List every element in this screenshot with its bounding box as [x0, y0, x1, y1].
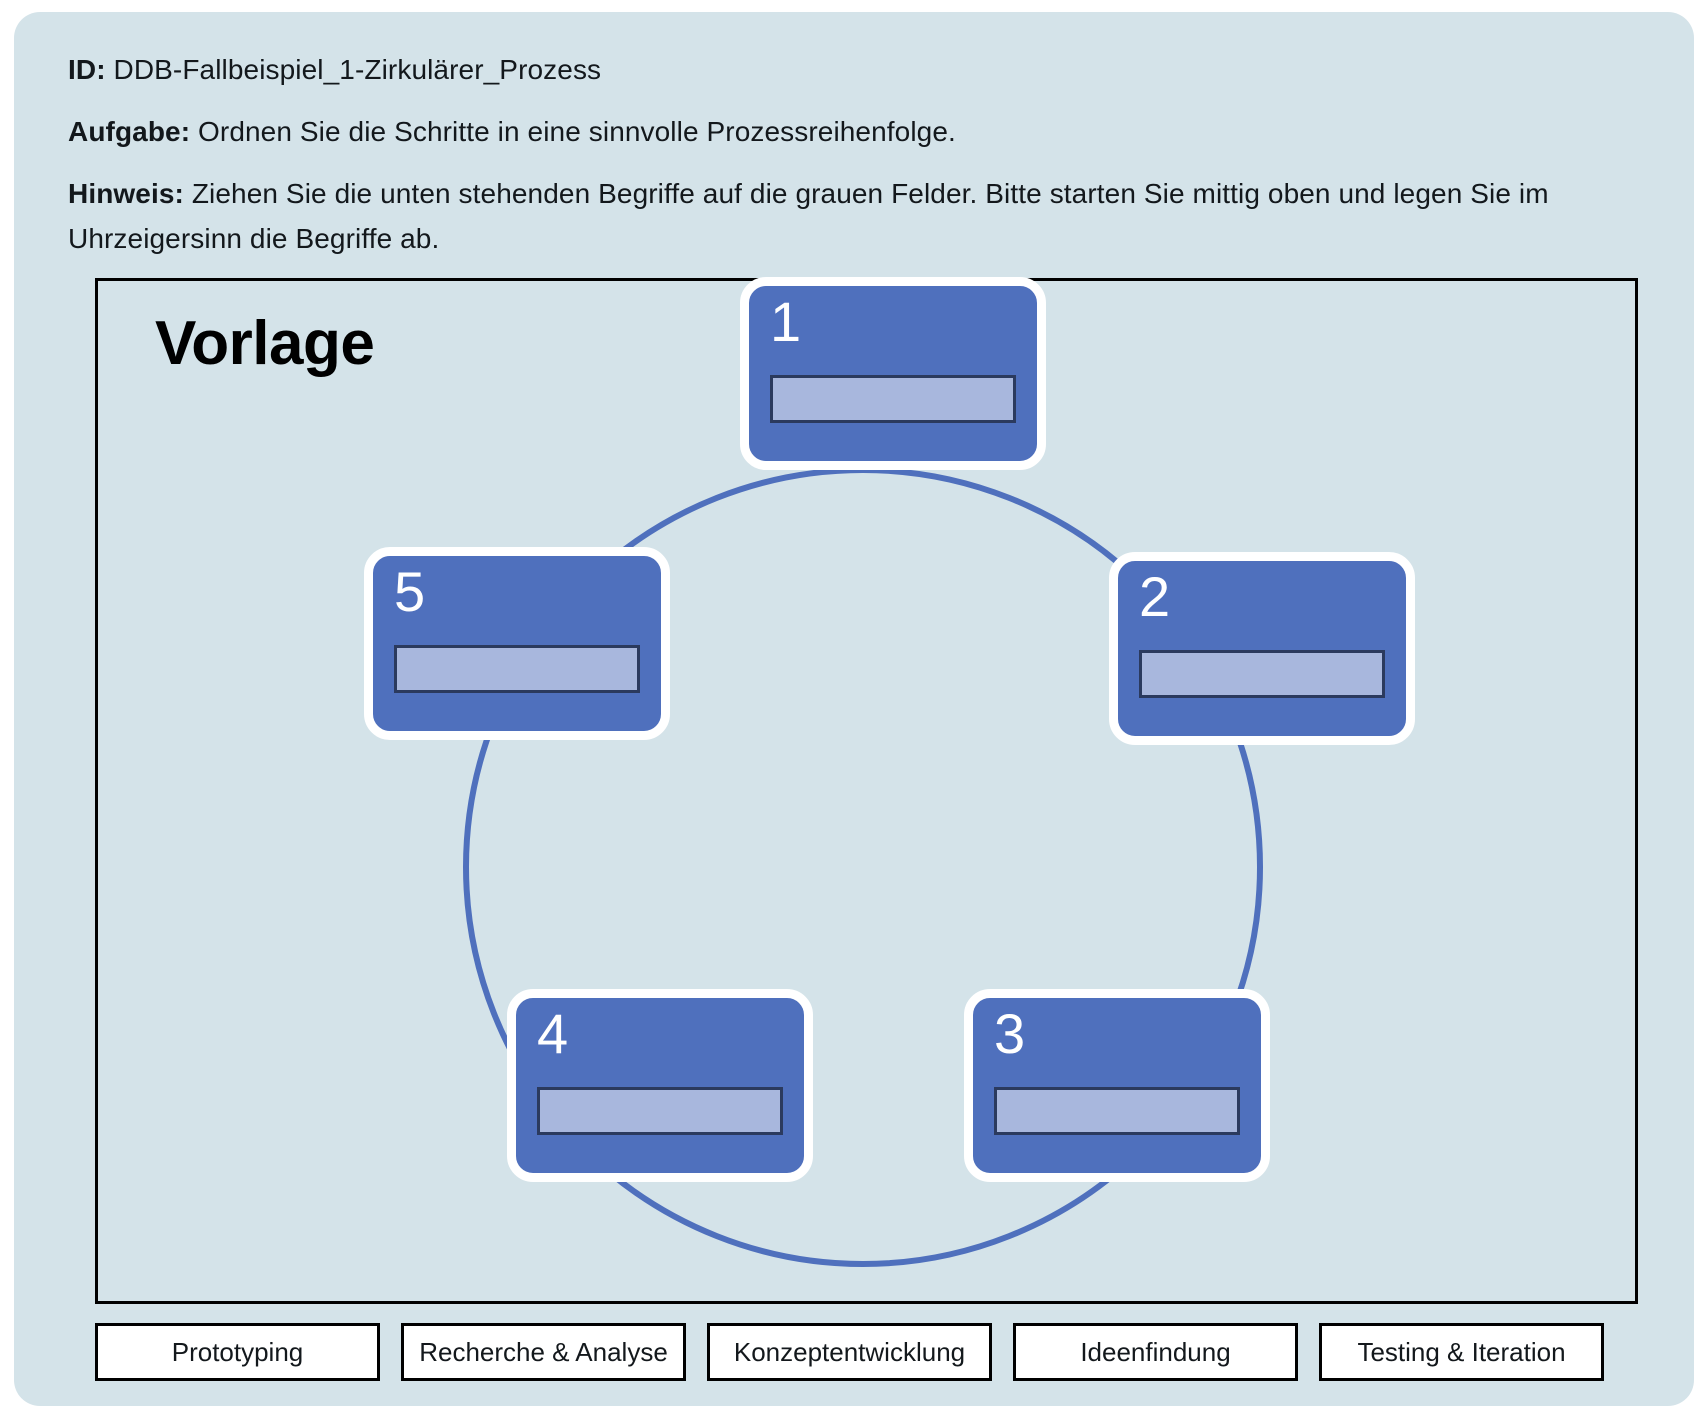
process-node-5[interactable]: 5 [364, 547, 670, 740]
diagram-title: Vorlage [155, 309, 375, 378]
process-node-1-number: 1 [770, 290, 802, 353]
exercise-task-value: Ordnen Sie die Schritte in eine sinnvoll… [198, 116, 956, 148]
term-chip-prototyping[interactable]: Prototyping [95, 1323, 380, 1381]
process-node-3-dropzone[interactable] [994, 1087, 1240, 1135]
exercise-task-line: Aufgabe: Ordnen Sie die Schritte in eine… [68, 110, 1648, 154]
circle-path [463, 467, 1263, 1267]
exercise-meta: ID: DDB-Fallbeispiel_1-Zirkulärer_Prozes… [68, 48, 1648, 261]
term-tray: Prototyping Recherche & Analyse Konzepte… [95, 1323, 1638, 1381]
term-chip-konzeptentwicklung[interactable]: Konzeptentwicklung [707, 1323, 992, 1381]
exercise-hint-line: Hinweis: Ziehen Sie die unten stehenden … [68, 172, 1648, 260]
term-chip-recherche-analyse[interactable]: Recherche & Analyse [401, 1323, 686, 1381]
process-node-2-dropzone[interactable] [1139, 650, 1385, 698]
term-chip-ideenfindung[interactable]: Ideenfindung [1013, 1323, 1298, 1381]
process-node-3-number: 3 [994, 1002, 1026, 1065]
exercise-id-line: ID: DDB-Fallbeispiel_1-Zirkulärer_Prozes… [68, 48, 1648, 92]
process-node-5-number: 5 [394, 560, 426, 623]
process-node-4-dropzone[interactable] [537, 1087, 783, 1135]
process-circle-arc [463, 467, 1263, 1267]
exercise-page: ID: DDB-Fallbeispiel_1-Zirkulärer_Prozes… [14, 12, 1694, 1406]
term-chip-testing-iteration[interactable]: Testing & Iteration [1319, 1323, 1604, 1381]
process-node-4[interactable]: 4 [507, 989, 813, 1182]
process-node-2[interactable]: 2 [1109, 552, 1415, 745]
diagram-panel: Vorlage 1 2 3 4 5 [95, 277, 1638, 1304]
process-node-4-number: 4 [537, 1002, 569, 1065]
exercise-id-value: DDB-Fallbeispiel_1-Zirkulärer_Prozess [113, 54, 602, 85]
exercise-hint-label: Hinweis: [68, 178, 184, 210]
process-node-3[interactable]: 3 [964, 989, 1270, 1182]
exercise-task-label: Aufgabe: [68, 116, 191, 148]
process-node-1-dropzone[interactable] [770, 375, 1016, 423]
process-node-5-dropzone[interactable] [394, 645, 640, 693]
process-node-1[interactable]: 1 [740, 277, 1046, 470]
exercise-id-label: ID: [68, 54, 106, 85]
process-node-2-number: 2 [1139, 565, 1171, 628]
exercise-hint-value: Ziehen Sie die unten stehenden Begriffe … [68, 178, 1549, 254]
